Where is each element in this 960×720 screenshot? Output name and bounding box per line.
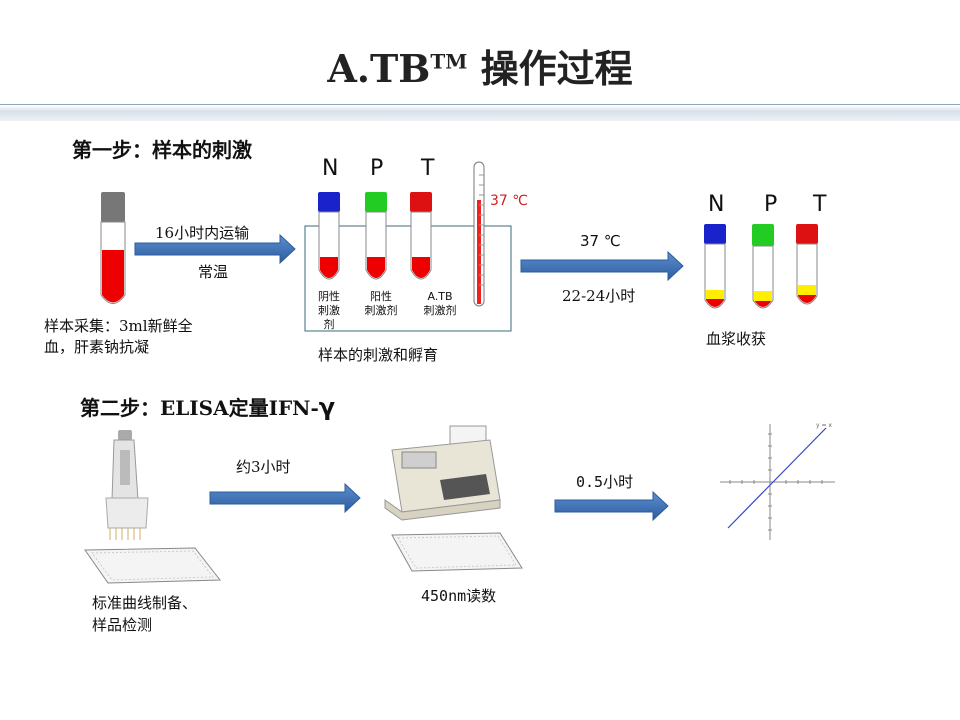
standard-curve-graph: [720, 424, 835, 540]
reagent-negative: 阴性刺激剂: [318, 290, 340, 331]
graph-equation-label: y = x: [816, 422, 832, 429]
readout-arrow-label: 0.5小时: [576, 473, 634, 491]
pipette-label: 标准曲线制备、 样品检测: [92, 594, 198, 634]
pipette-icon: [105, 430, 149, 540]
microplate-icon: [84, 547, 222, 584]
arrow2-bottom-label: 22-24小时: [562, 287, 636, 305]
arrow1-bottom-label: 常温: [198, 263, 229, 281]
plate-reader-icon: [384, 425, 501, 521]
step2-heading: 第二步：ELISA定量IFN-γ: [80, 393, 336, 421]
title-divider: [0, 104, 960, 121]
tube-label-p: P: [370, 156, 384, 181]
tube-n: [318, 192, 340, 280]
arrow-transport: [134, 233, 296, 265]
incubation-label: 样本的刺激和孵育: [318, 346, 439, 364]
harvest-tube-p: [752, 224, 774, 309]
tube-p: [365, 192, 387, 280]
page-title: A.TBTM 操作过程: [327, 46, 633, 91]
reader-label: 450nm读数: [421, 587, 497, 605]
harvest-label-t: T: [813, 192, 827, 217]
thermometer-icon: [473, 161, 485, 307]
incubation-box: [304, 225, 512, 332]
microplate-icon-2: [391, 532, 523, 572]
harvest-label: 血浆收获: [706, 330, 767, 348]
harvest-tube-n: [704, 224, 726, 309]
arrow1-top-label: 16小时内运输: [155, 224, 250, 242]
arrow2-top-label: 37 ℃: [580, 232, 621, 250]
harvest-label-p: P: [764, 192, 778, 217]
thermometer-label: 37 ℃: [490, 193, 528, 209]
harvest-label-n: N: [708, 192, 725, 217]
collection-tube: [100, 192, 126, 304]
elisa-arrow-label: 约3小时: [236, 458, 291, 476]
step1-heading: 第一步：样本的刺激: [72, 138, 252, 162]
arrow-readout: [554, 490, 669, 522]
tube-label-n: N: [322, 156, 339, 181]
tube-t: [410, 192, 432, 280]
reagent-positive: 阳性刺激剂: [364, 290, 398, 317]
arrow-elisa: [209, 482, 361, 514]
arrow-incubate: [520, 250, 684, 282]
tube-label-t: T: [421, 156, 435, 181]
harvest-tube-t: [796, 224, 818, 305]
collection-label: 样本采集：3ml新鲜全 血，肝素钠抗凝: [44, 317, 193, 356]
